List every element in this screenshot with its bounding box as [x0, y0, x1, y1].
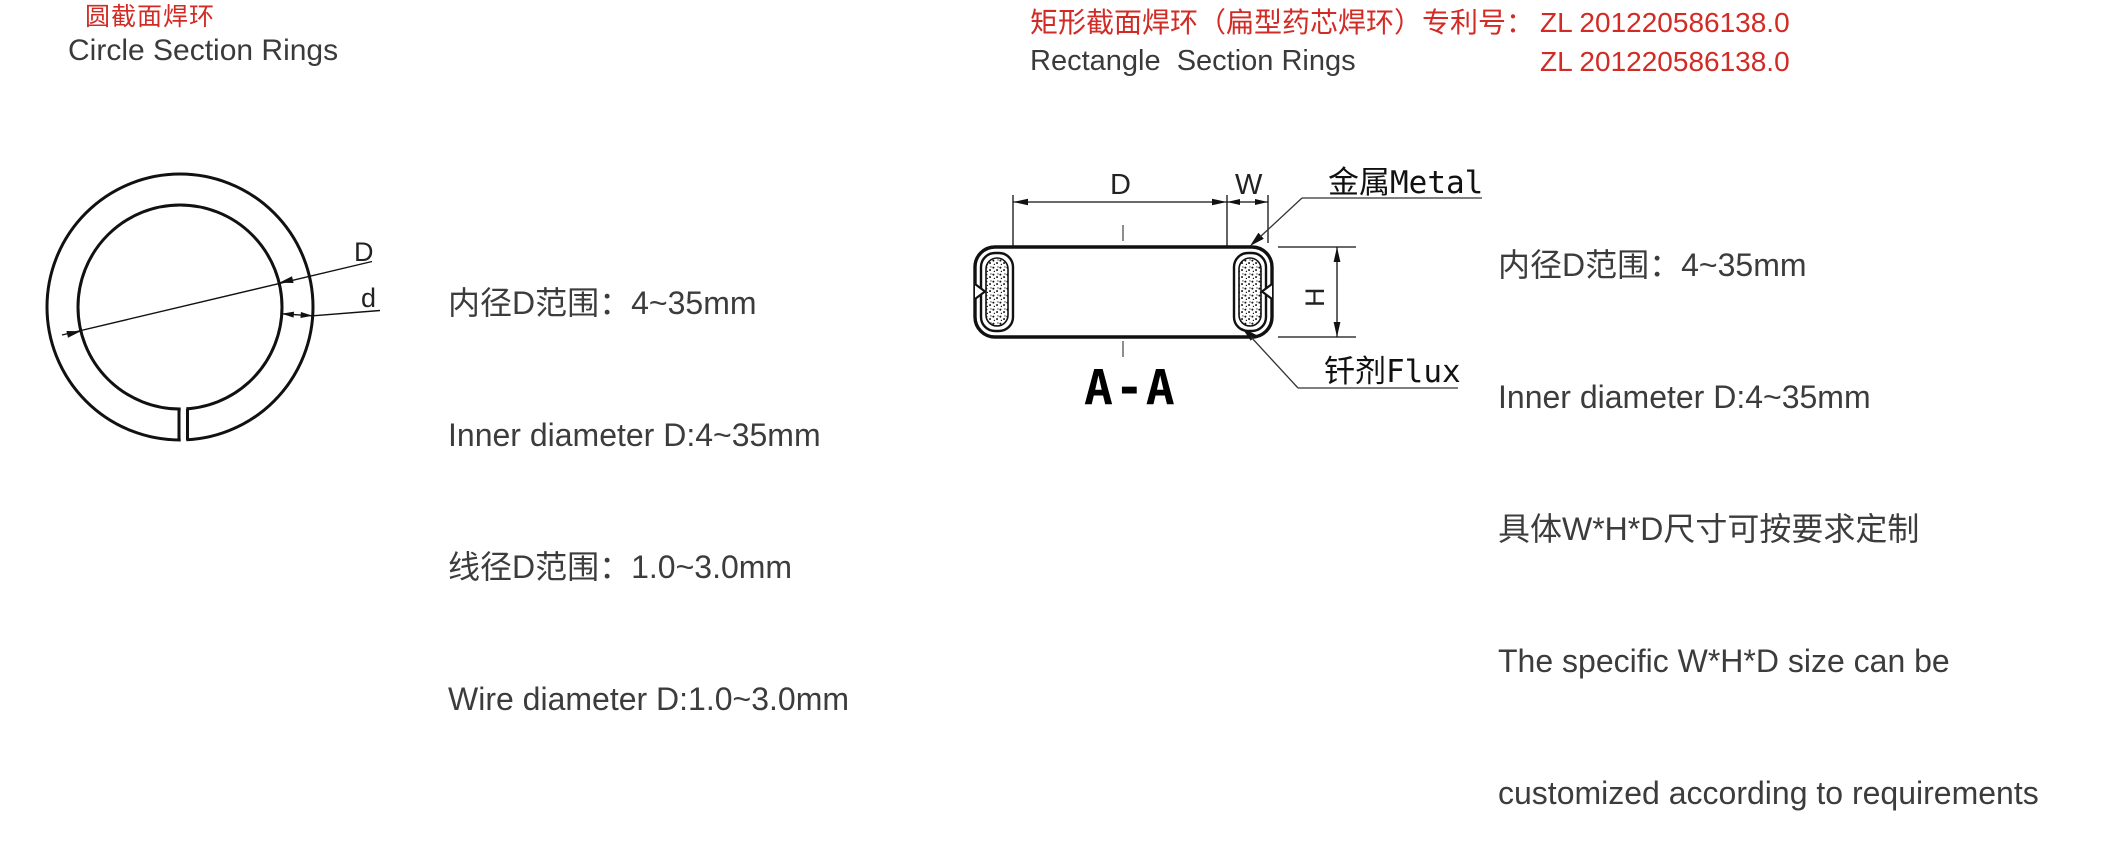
- circle-ring-title-en: Circle Section Rings: [68, 34, 339, 67]
- seam-notch-left: [974, 283, 987, 300]
- dimension-arrow: [1333, 247, 1341, 262]
- dimension-arrow: [1255, 199, 1268, 205]
- dimension-arrow: [1212, 198, 1227, 206]
- ring-gap: [180, 402, 187, 445]
- rectangle-ring-title-cn: 矩形截面焊环（扁型药芯焊环）专利号：: [1030, 7, 1535, 38]
- circle-ring-specs: 内径D范围：4~35mm Inner diameter D:4~35mm 线径D…: [448, 193, 849, 765]
- rectangle-section-drawing: D W H 金属Metal 钎剂Flux A-A: [973, 165, 1483, 416]
- wire-diameter-label: d: [361, 283, 376, 313]
- dimension-arrow: [1227, 199, 1240, 205]
- d-dimension-label: D: [1110, 169, 1131, 201]
- leader-arrow: [1242, 328, 1256, 341]
- spec-line: customized according to requirements: [1498, 775, 2039, 811]
- flux-core-left: [985, 257, 1009, 327]
- dimension-arrow: [300, 312, 313, 318]
- spec-line: 具体W*H*D尺寸可按要求定制: [1498, 511, 1920, 547]
- leader-line: [312, 309, 381, 317]
- w-dimension-label: W: [1235, 169, 1263, 201]
- flux-callout-label: 钎剂Flux: [1324, 354, 1461, 390]
- dimension-arrow: [1333, 322, 1341, 337]
- circle-ring-title-cn: 圆截面焊环: [85, 3, 216, 31]
- dimension-arrow: [66, 331, 81, 338]
- leader-line: [1259, 197, 1303, 238]
- patent-number-line2: ZL 201220586138.0: [1540, 46, 1790, 77]
- rectangle-ring-specs: 内径D范围：4~35mm Inner diameter D:4~35mm 具体W…: [1498, 155, 2039, 859]
- circle-ring-drawing: D d: [45, 172, 381, 445]
- product-diagram-page: { "colors": { "accent_red": "#d22b25", "…: [45, 3, 2039, 811]
- spec-line: Inner diameter D:4~35mm: [448, 417, 821, 453]
- seam-notch-right: [1260, 283, 1273, 300]
- spec-line: Inner diameter D:4~35mm: [1498, 379, 1871, 415]
- dimension-arrow: [281, 311, 294, 318]
- rectangle-ring-title-en: Rectangle Section Rings: [1030, 45, 1356, 77]
- dimension-arrow: [1013, 198, 1028, 206]
- spec-line: Wire diameter D:1.0~3.0mm: [448, 681, 850, 717]
- dimension-arrow: [279, 276, 294, 283]
- spec-line: 线径D范围：1.0~3.0mm: [448, 549, 793, 585]
- h-dimension-label: H: [1300, 288, 1330, 308]
- patent-number-line1: ZL 201220586138.0: [1540, 7, 1790, 38]
- spec-line: 内径D范围：4~35mm: [1498, 247, 1807, 283]
- metal-callout-label: 金属Metal: [1328, 165, 1483, 201]
- section-view-label: A-A: [1084, 360, 1177, 416]
- section-body: [973, 245, 1274, 339]
- spec-line: 内径D范围：4~35mm: [448, 285, 757, 321]
- inner-diameter-label: D: [354, 237, 374, 267]
- leader-line: [1250, 336, 1299, 389]
- inner-diameter-dimension-line: [61, 260, 373, 336]
- flux-core-right: [1238, 257, 1262, 327]
- spec-line: The specific W*H*D size can be: [1498, 643, 1950, 679]
- rectangle-ring-title-block: 矩形截面焊环（扁型药芯焊环）专利号： Rectangle Section Rin…: [1030, 3, 1790, 81]
